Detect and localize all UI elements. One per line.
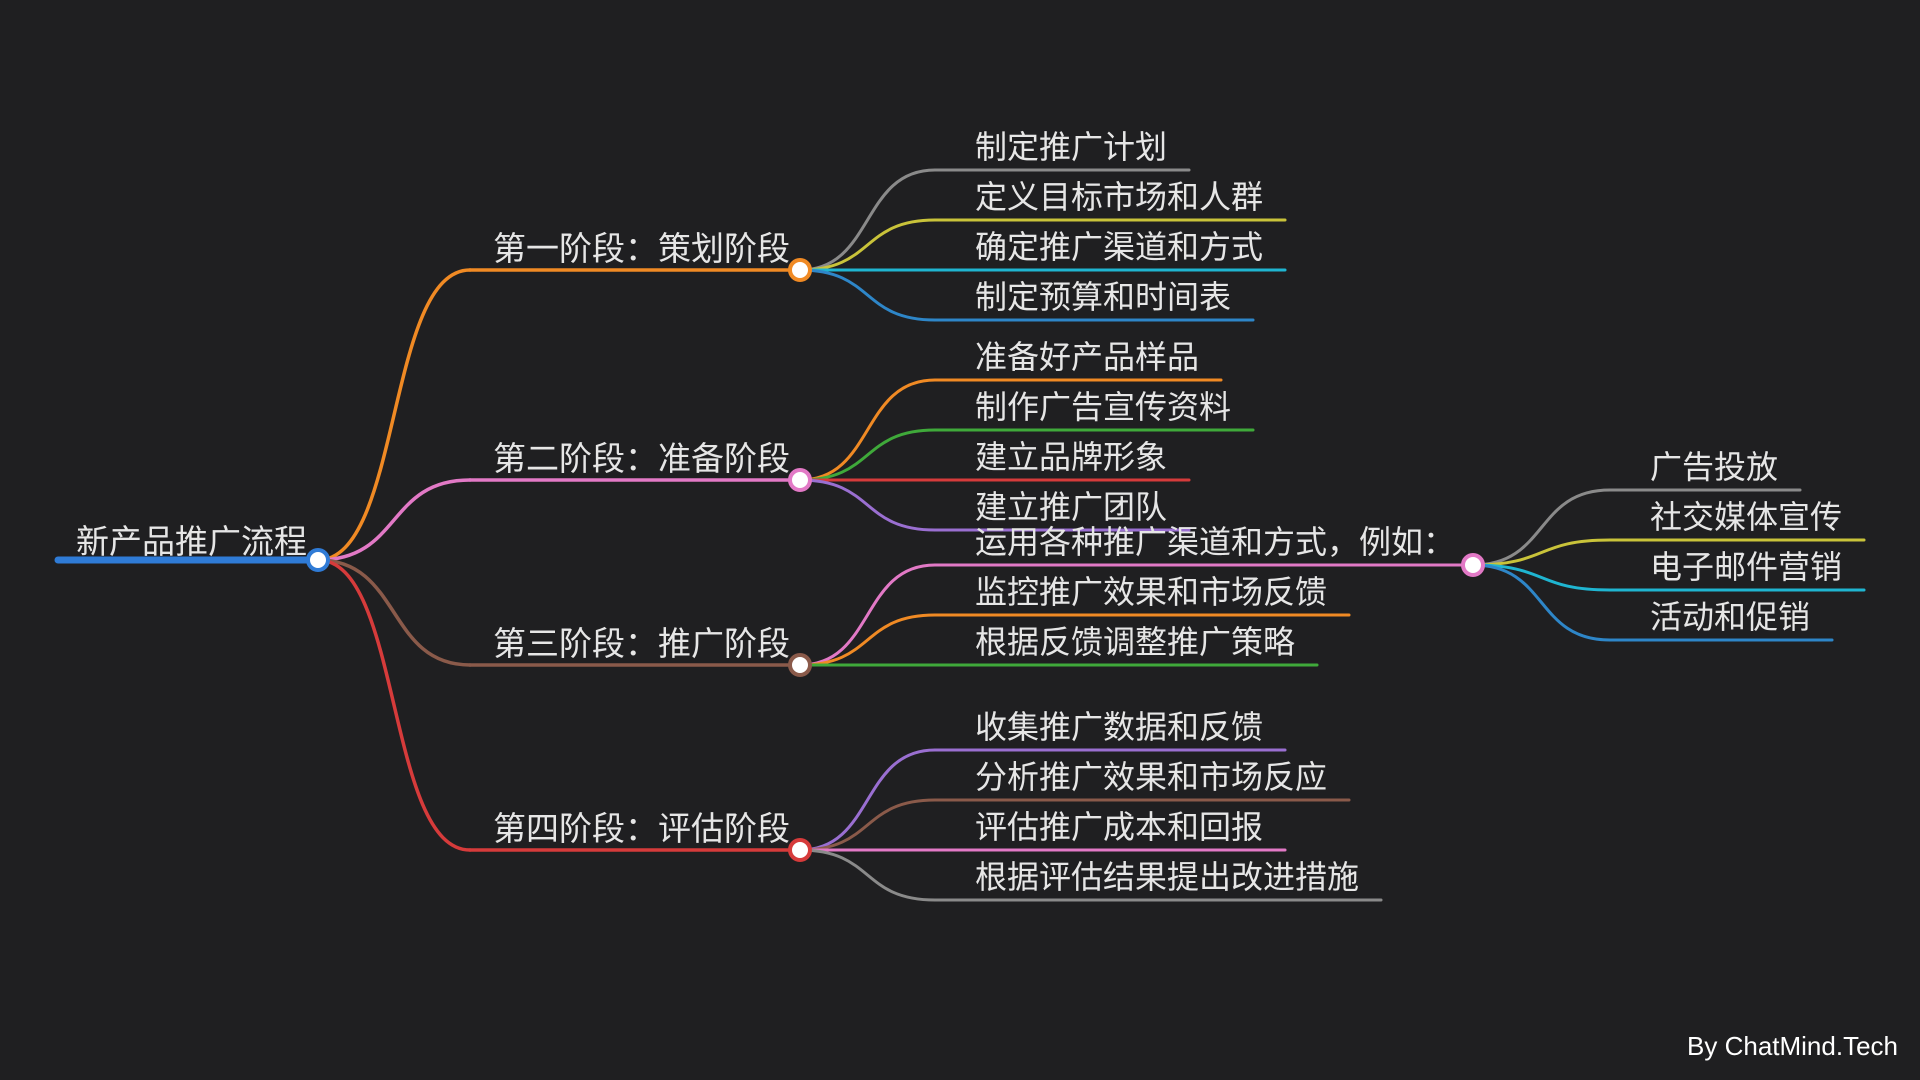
stage-to-leaf-connector — [798, 798, 937, 852]
stage-label: 第一阶段：策划阶段 — [493, 229, 790, 268]
sub-connector — [1471, 563, 1612, 592]
leaf-label: 根据评估结果提出改进措施 — [975, 858, 1359, 896]
stage-to-leaf-connector — [798, 748, 937, 852]
stage-to-leaf-connector — [798, 428, 937, 482]
stage-label: 第四阶段：评估阶段 — [493, 809, 790, 848]
stage-collapse-node[interactable] — [788, 258, 812, 282]
leaf-label: 建立品牌形象 — [975, 438, 1167, 476]
leaf-label: 监控推广效果和市场反馈 — [975, 573, 1327, 611]
stage-collapse-node[interactable] — [788, 468, 812, 492]
stage-to-leaf-connector — [798, 613, 937, 667]
root-to-stage-connector — [316, 558, 472, 852]
stage-collapse-node[interactable] — [788, 653, 812, 677]
stage-to-leaf-connector — [798, 848, 937, 902]
leaf-label: 准备好产品样品 — [975, 338, 1199, 376]
leaf-label: 评估推广成本和回报 — [975, 808, 1263, 846]
stage-to-leaf-connector — [798, 478, 937, 532]
sub-collapse-node[interactable] — [1461, 553, 1485, 577]
stage-to-leaf-connector — [798, 218, 937, 272]
root-collapse-node[interactable] — [306, 548, 330, 572]
leaf-label: 定义目标市场和人群 — [975, 178, 1263, 216]
leaf-label: 制定推广计划 — [975, 128, 1167, 166]
leaf-label: 建立推广团队 — [975, 488, 1167, 526]
stage-collapse-node[interactable] — [788, 838, 812, 862]
sub-leaf-label: 社交媒体宣传 — [1650, 498, 1842, 536]
stage-label: 第二阶段：准备阶段 — [493, 439, 790, 478]
stage-label: 第三阶段：推广阶段 — [493, 624, 790, 663]
stage-to-leaf-connector — [798, 168, 937, 272]
leaf-label: 运用各种推广渠道和方式，例如： — [975, 523, 1455, 561]
leaf-label: 根据反馈调整推广策略 — [975, 623, 1295, 661]
root-label: 新产品推广流程 — [76, 522, 307, 561]
root-to-stage-connector — [316, 268, 472, 562]
watermark: By ChatMind.Tech — [1687, 1031, 1898, 1061]
stage-to-leaf-connector — [798, 268, 937, 322]
stage-to-leaf-connector — [798, 378, 937, 482]
sub-leaf-label: 活动和促销 — [1650, 598, 1810, 636]
leaf-label: 收集推广数据和反馈 — [975, 708, 1263, 746]
sub-connector — [1471, 488, 1612, 567]
stage-to-leaf-connector — [798, 563, 937, 667]
sub-connector — [1471, 563, 1612, 642]
root-to-stage-connector — [316, 478, 472, 562]
sub-leaf-label: 电子邮件营销 — [1650, 548, 1842, 586]
sub-leaf-label: 广告投放 — [1650, 448, 1778, 486]
leaf-label: 确定推广渠道和方式 — [975, 228, 1263, 266]
leaf-label: 制作广告宣传资料 — [975, 388, 1231, 426]
leaf-label: 分析推广效果和市场反应 — [975, 758, 1327, 796]
root-to-stage-connector — [316, 558, 472, 667]
leaf-label: 制定预算和时间表 — [975, 278, 1231, 316]
sub-connector — [1471, 538, 1612, 567]
